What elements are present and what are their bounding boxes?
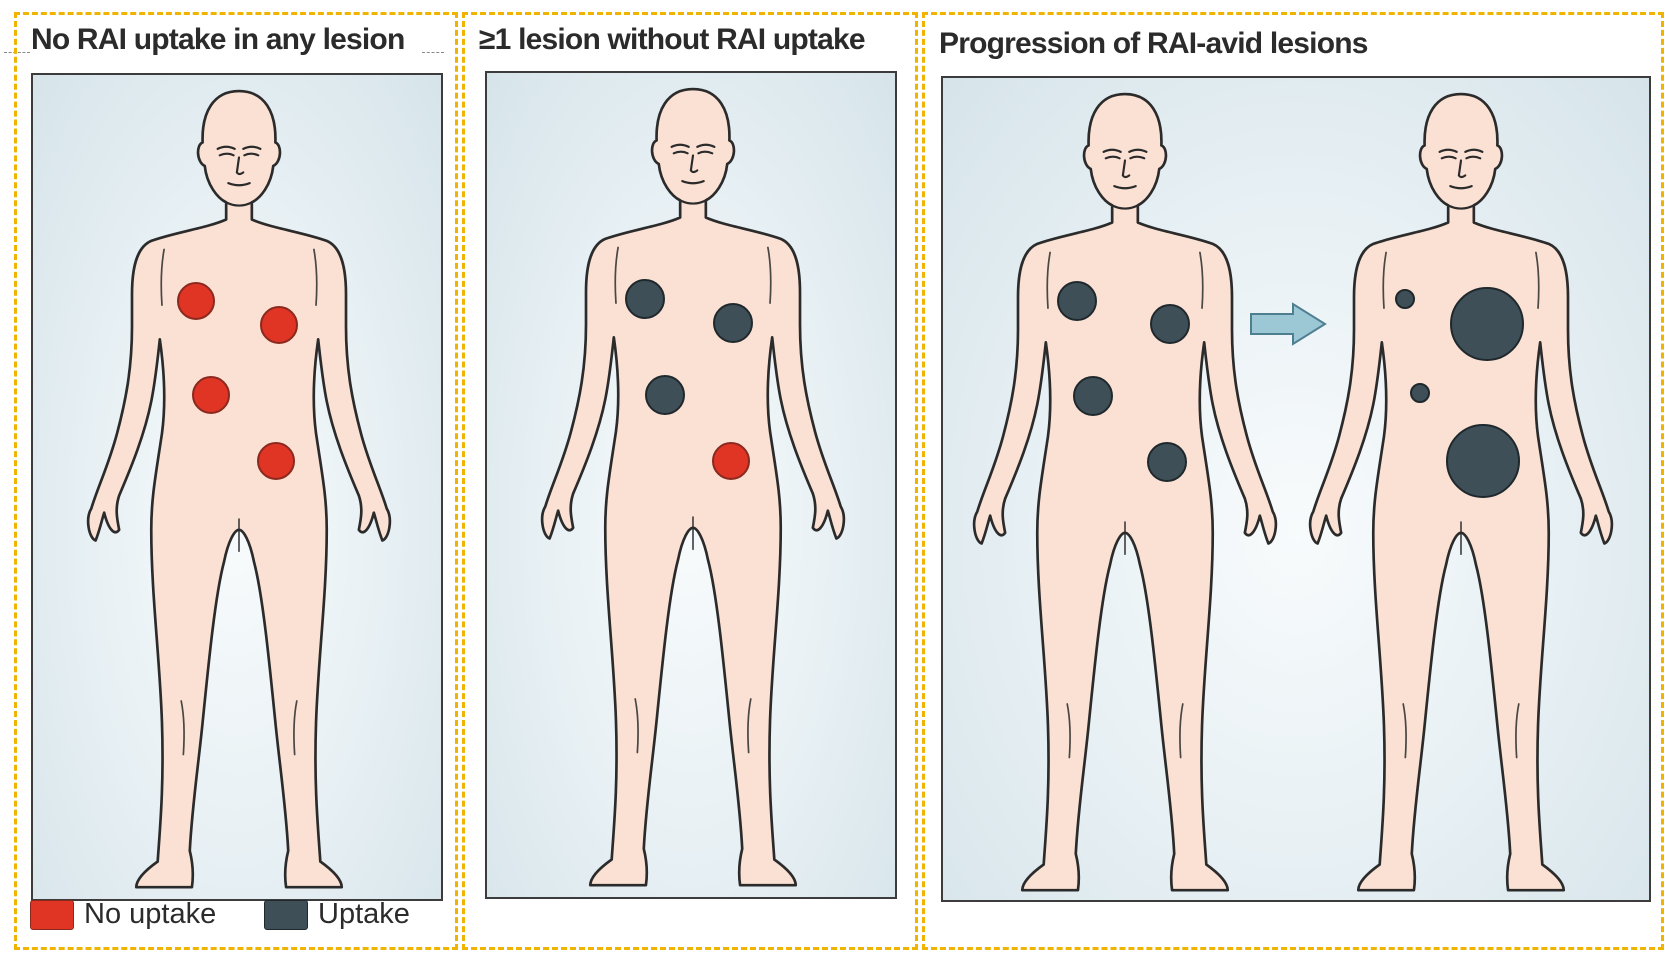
panel-title: No RAI uptake in any lesion [31,23,447,57]
lesion-no-uptake [258,443,294,479]
figure-frame [31,73,443,901]
panel-title: ≥1 lesion without RAI uptake [479,23,907,57]
lesion-uptake-small [1411,384,1429,402]
lesion-uptake [1151,305,1189,343]
lesion-uptake-small [1396,290,1414,308]
human-body-after [1310,94,1612,890]
arrow-right-icon [1251,304,1325,344]
figure-frame [941,76,1651,902]
lesion-uptake [646,376,684,414]
body-figure [487,73,897,899]
lesion-uptake [1058,282,1096,320]
panel-progression: Progression of RAI-avid lesions [922,12,1664,950]
lesion-no-uptake [261,307,297,343]
legend-no-uptake: No uptake [30,898,216,931]
body-figure-pair [943,78,1651,902]
human-body [542,89,844,885]
lesion-uptake [714,304,752,342]
legend-uptake: Uptake [264,898,410,931]
human-body [88,91,390,887]
human-body-before [974,94,1276,890]
lesion-uptake [1074,377,1112,415]
lesion-uptake-large [1451,288,1523,360]
lesion-uptake-large [1447,425,1519,497]
lesion-uptake [626,280,664,318]
legend-label: No uptake [84,898,216,931]
lesion-no-uptake [178,283,214,319]
panel-one-without-uptake: ≥1 lesion without RAI uptake [462,12,918,950]
panel-title: Progression of RAI-avid lesions [939,27,1653,61]
body-figure [33,75,443,901]
lesion-no-uptake [713,443,749,479]
panel-no-uptake: No RAI uptake in any lesion [14,12,458,950]
lesion-no-uptake [193,377,229,413]
lesion-uptake [1148,443,1186,481]
legend-swatch-no-uptake [30,900,74,930]
figure-frame [485,71,897,899]
legend-swatch-uptake [264,900,308,930]
legend-label: Uptake [318,898,410,931]
